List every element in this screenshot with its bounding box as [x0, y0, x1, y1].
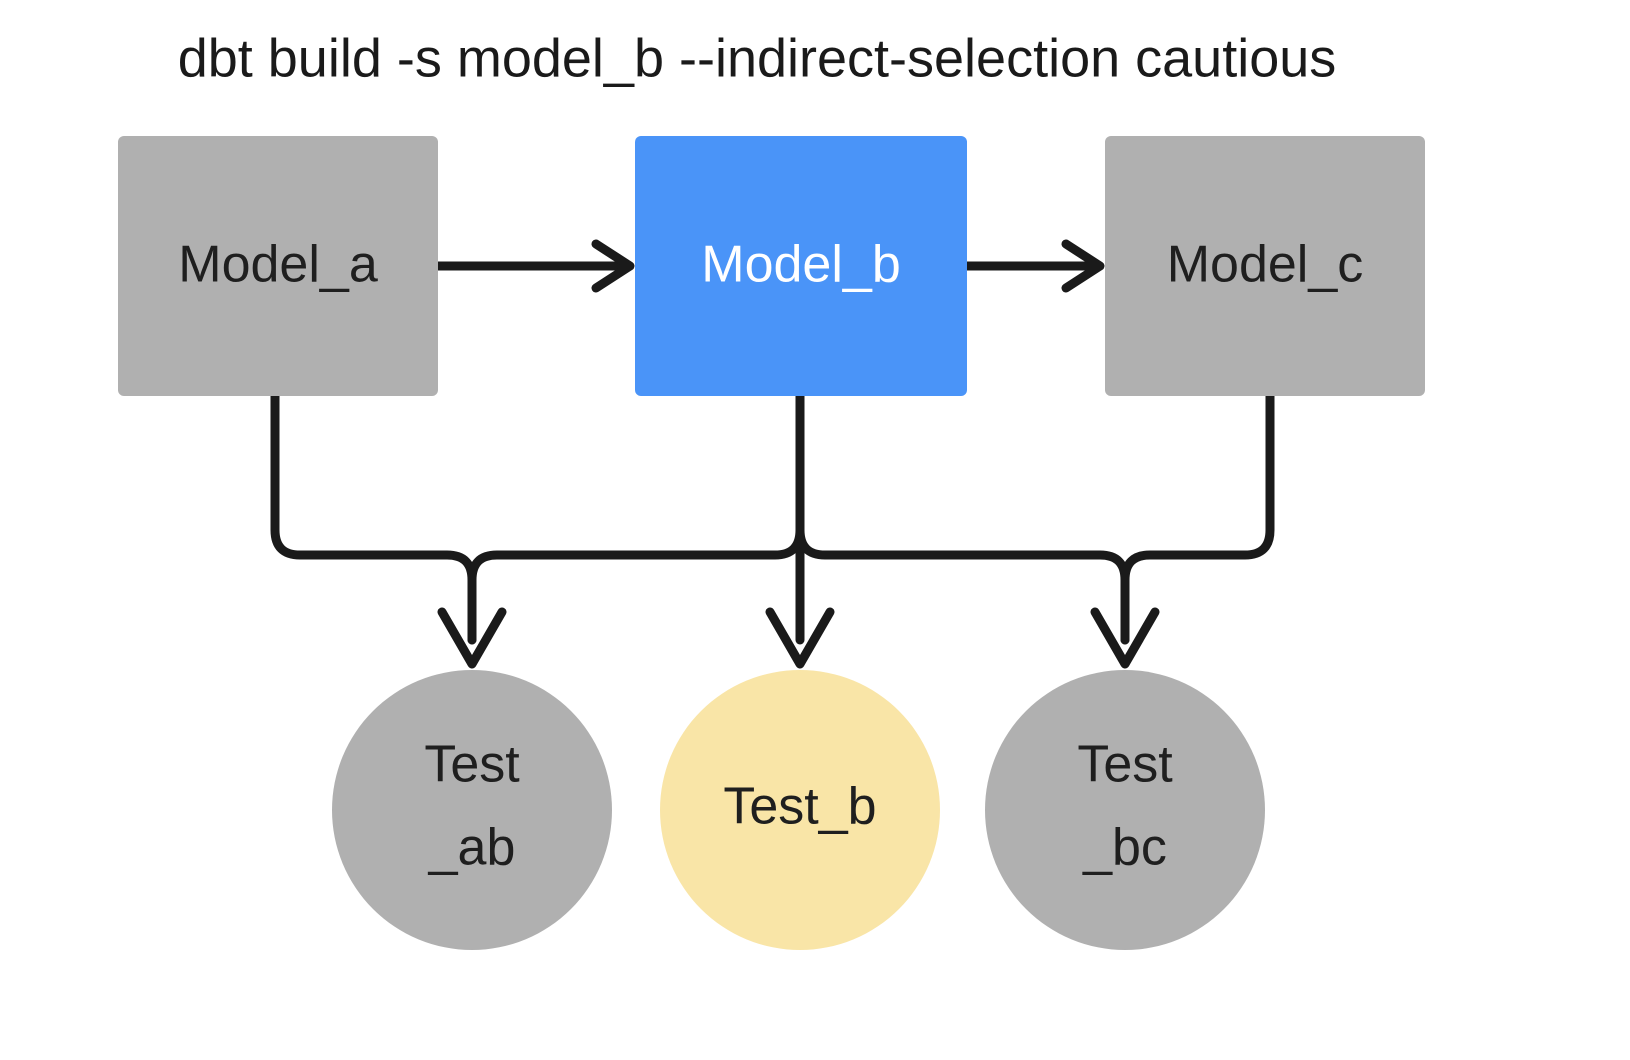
node-model-b-shape[interactable] — [635, 136, 967, 396]
page-title: dbt build -s model_b --indirect-selectio… — [178, 28, 1337, 88]
node-test-b-shape[interactable] — [660, 670, 940, 950]
node-model-a-shape[interactable] — [118, 136, 438, 396]
node-test-bc-label-line1: Test — [1077, 736, 1173, 794]
edge-model-b-to-test-bc — [795, 391, 1160, 669]
node-test-ab-label-line1: Test — [424, 736, 520, 794]
node-test-bc-label-line2: _bc — [1082, 819, 1167, 877]
model-node-layer: Model_a Model_b Model_c — [118, 136, 1425, 396]
node-model-b-label: Model_b — [701, 236, 900, 294]
node-model-a[interactable]: Model_a — [118, 136, 438, 396]
edge-model-b-to-model-c — [962, 239, 1105, 293]
node-test-bc-shape[interactable] — [985, 670, 1265, 950]
node-test-ab[interactable]: Test _ab — [332, 670, 612, 950]
node-test-bc[interactable]: Test _bc — [985, 670, 1265, 950]
node-model-c-label: Model_c — [1167, 236, 1364, 294]
node-test-ab-label-line2: _ab — [428, 819, 516, 877]
node-model-a-label: Model_a — [178, 236, 378, 294]
node-model-c-shape[interactable] — [1105, 136, 1425, 396]
edge-layer — [270, 239, 1275, 669]
node-test-ab-shape[interactable] — [332, 670, 612, 950]
edge-model-a-to-model-b — [433, 239, 635, 293]
edge-model-b-to-test-ab — [467, 391, 805, 645]
node-test-b[interactable]: Test_b — [660, 670, 940, 950]
edge-model-c-to-test-bc — [1120, 391, 1275, 645]
test-node-layer: Test _ab Test_b Test _bc — [332, 670, 1265, 950]
node-model-b[interactable]: Model_b — [635, 136, 967, 396]
node-test-b-label-line1: Test_b — [723, 778, 876, 836]
node-model-c[interactable]: Model_c — [1105, 136, 1425, 396]
